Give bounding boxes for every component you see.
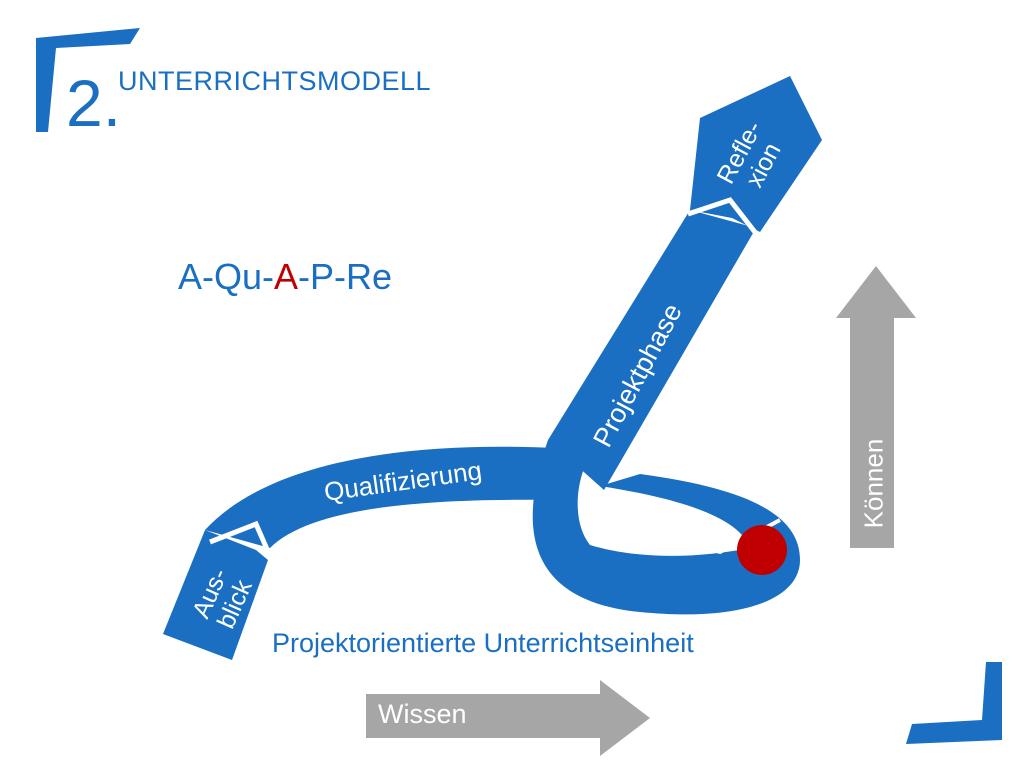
- label-wissen: Wissen: [378, 699, 467, 729]
- current-position-marker: [737, 525, 787, 575]
- segment-loop: [532, 440, 800, 615]
- segment-ausblick: [163, 530, 268, 660]
- axis-arrow-koennen: [836, 266, 916, 548]
- corner-bracket-top-left: [36, 28, 140, 132]
- section-number: 2.: [66, 66, 121, 140]
- segment-qualifizierung: [205, 446, 555, 548]
- segment-projektphase: [548, 210, 756, 490]
- corner-bracket-bottom-right: [906, 662, 1002, 744]
- axis-arrow-wissen: [366, 680, 650, 756]
- separator-reflexion: [687, 197, 760, 238]
- formula-part-3: -P-Re: [298, 256, 393, 297]
- model-formula: A-Qu-A-P-Re: [178, 256, 392, 298]
- label-koennen: Können: [858, 438, 889, 529]
- page-title: UNTERRICHTSMODELL: [118, 66, 432, 96]
- diagram-caption: Projektorientierte Unterrichtseinheit: [272, 628, 694, 658]
- separator-ausblick: [209, 520, 273, 558]
- segment-reflexion: [690, 76, 822, 232]
- formula-part-1: A-Qu-: [178, 256, 275, 297]
- formula-part-highlighted: A: [274, 256, 299, 297]
